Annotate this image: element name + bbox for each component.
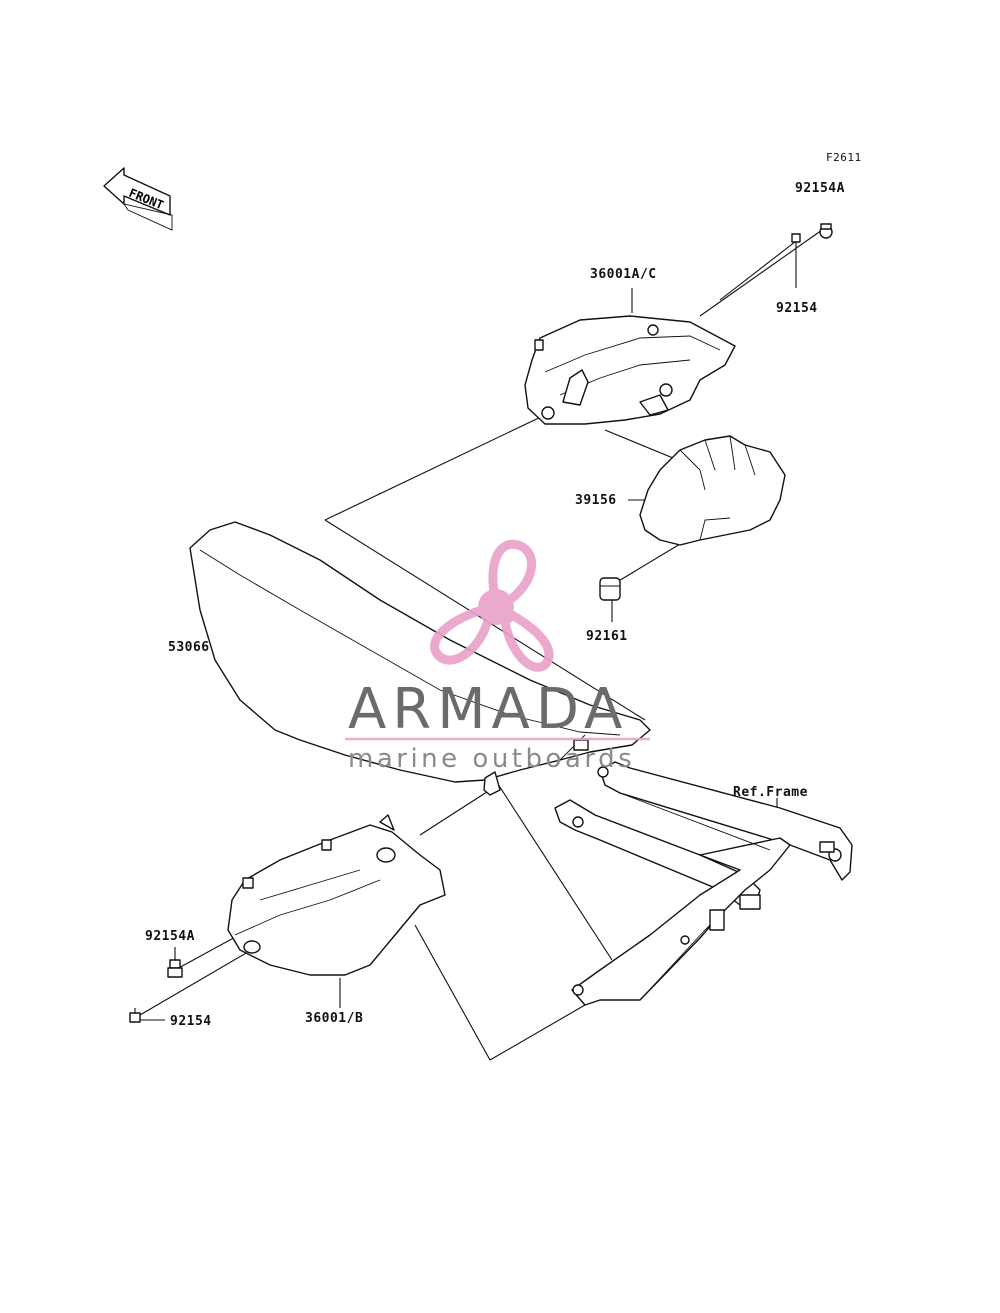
label-36001b: 36001/B [305, 1011, 364, 1026]
label-92154-bottom: 92154 [170, 1014, 212, 1029]
screw-92154a-top-icon [819, 223, 833, 239]
rear-frame-icon [554, 761, 853, 1006]
screw-92154a-bottom-icon [167, 959, 183, 978]
armada-logo [345, 539, 650, 741]
label-92154-top: 92154 [776, 301, 818, 316]
right-side-cover-icon [524, 315, 736, 425]
screw-92154-bottom-icon [129, 1008, 141, 1023]
heat-guard-icon [639, 435, 786, 546]
label-53066: 53066 [168, 640, 210, 655]
label-92161: 92161 [586, 629, 628, 644]
damper-icon [599, 577, 621, 601]
front-arrow-icon: FRONT [103, 167, 173, 231]
label-92154a-top: 92154A [795, 181, 845, 196]
label-36001ac: 36001A/C [590, 267, 657, 282]
left-side-cover-icon [227, 814, 446, 976]
watermark-tagline: marine outboards [348, 744, 636, 774]
label-ref-frame: Ref.Frame [733, 785, 808, 800]
figure-code: F2611 [826, 151, 862, 164]
label-39156: 39156 [575, 493, 617, 508]
screw-92154-top-icon [791, 233, 801, 248]
watermark-name: ARMADA [348, 677, 629, 742]
label-92154a-bottom: 92154A [145, 929, 195, 944]
